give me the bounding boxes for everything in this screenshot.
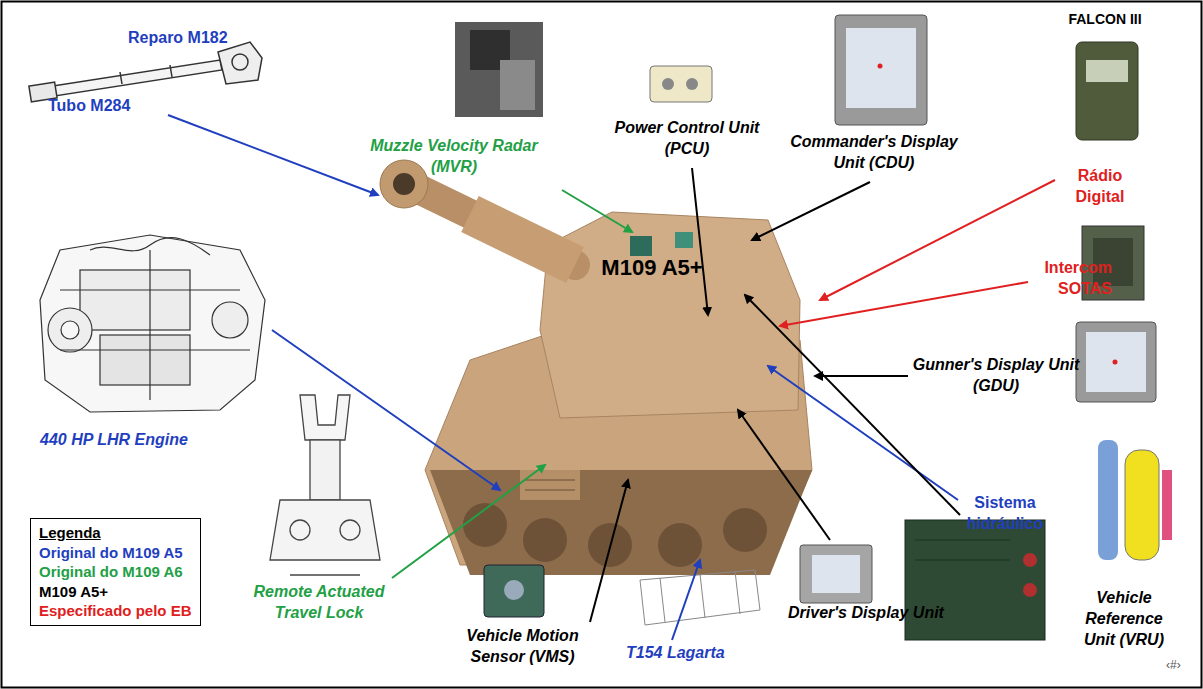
engine-sketch <box>40 235 265 412</box>
leader-arrows <box>168 115 1055 640</box>
legend-entry: Especificado pelo EB <box>39 601 192 621</box>
vehicle-name: M109 A5+ <box>601 255 702 281</box>
part-label: FALCON III <box>1050 10 1160 28</box>
part-pictures <box>455 15 1172 640</box>
part-label: Sistema hidráulico <box>950 493 1060 535</box>
legend-title: Legenda <box>39 523 192 543</box>
part-label: Vehicle Motion Sensor (VMS) <box>445 626 600 668</box>
legend-entry: Original do M109 A5 <box>39 543 192 563</box>
part-label: Power Control Unit (PCU) <box>598 118 776 160</box>
gun-tube-sketch <box>29 42 262 102</box>
part-label: ‹#› <box>1166 658 1198 674</box>
part-label: Reparo M182 <box>128 28 268 49</box>
travel-lock-sketch <box>270 395 380 575</box>
part-label: Muzzle Velocity Radar (MVR) <box>360 136 548 178</box>
part-label: Tubo M284 <box>48 96 178 117</box>
howitzer-vehicle <box>380 160 812 575</box>
part-label: Intercom SOTAS <box>1020 258 1112 300</box>
part-label: Commander's Display Unit (CDU) <box>790 132 958 174</box>
part-label: Rádio Digital <box>1058 166 1142 208</box>
part-label: Vehicle Reference Unit (VRU) <box>1070 588 1178 650</box>
legend-entry: Original do M109 A6 <box>39 562 192 582</box>
part-label: T154 Lagarta <box>626 643 756 664</box>
part-label: 440 HP LHR Engine <box>40 430 260 451</box>
part-label: Remote Actuated Travel Lock <box>244 582 394 624</box>
legend-box: LegendaOriginal do M109 A5Original do M1… <box>30 518 201 626</box>
part-label: Driver's Display Unit <box>786 603 946 624</box>
vehicle-body: M109 A5+ <box>548 246 756 290</box>
legend-entry: M109 A5+ <box>39 582 192 602</box>
part-label: Gunner's Display Unit (GDU) <box>912 355 1080 397</box>
